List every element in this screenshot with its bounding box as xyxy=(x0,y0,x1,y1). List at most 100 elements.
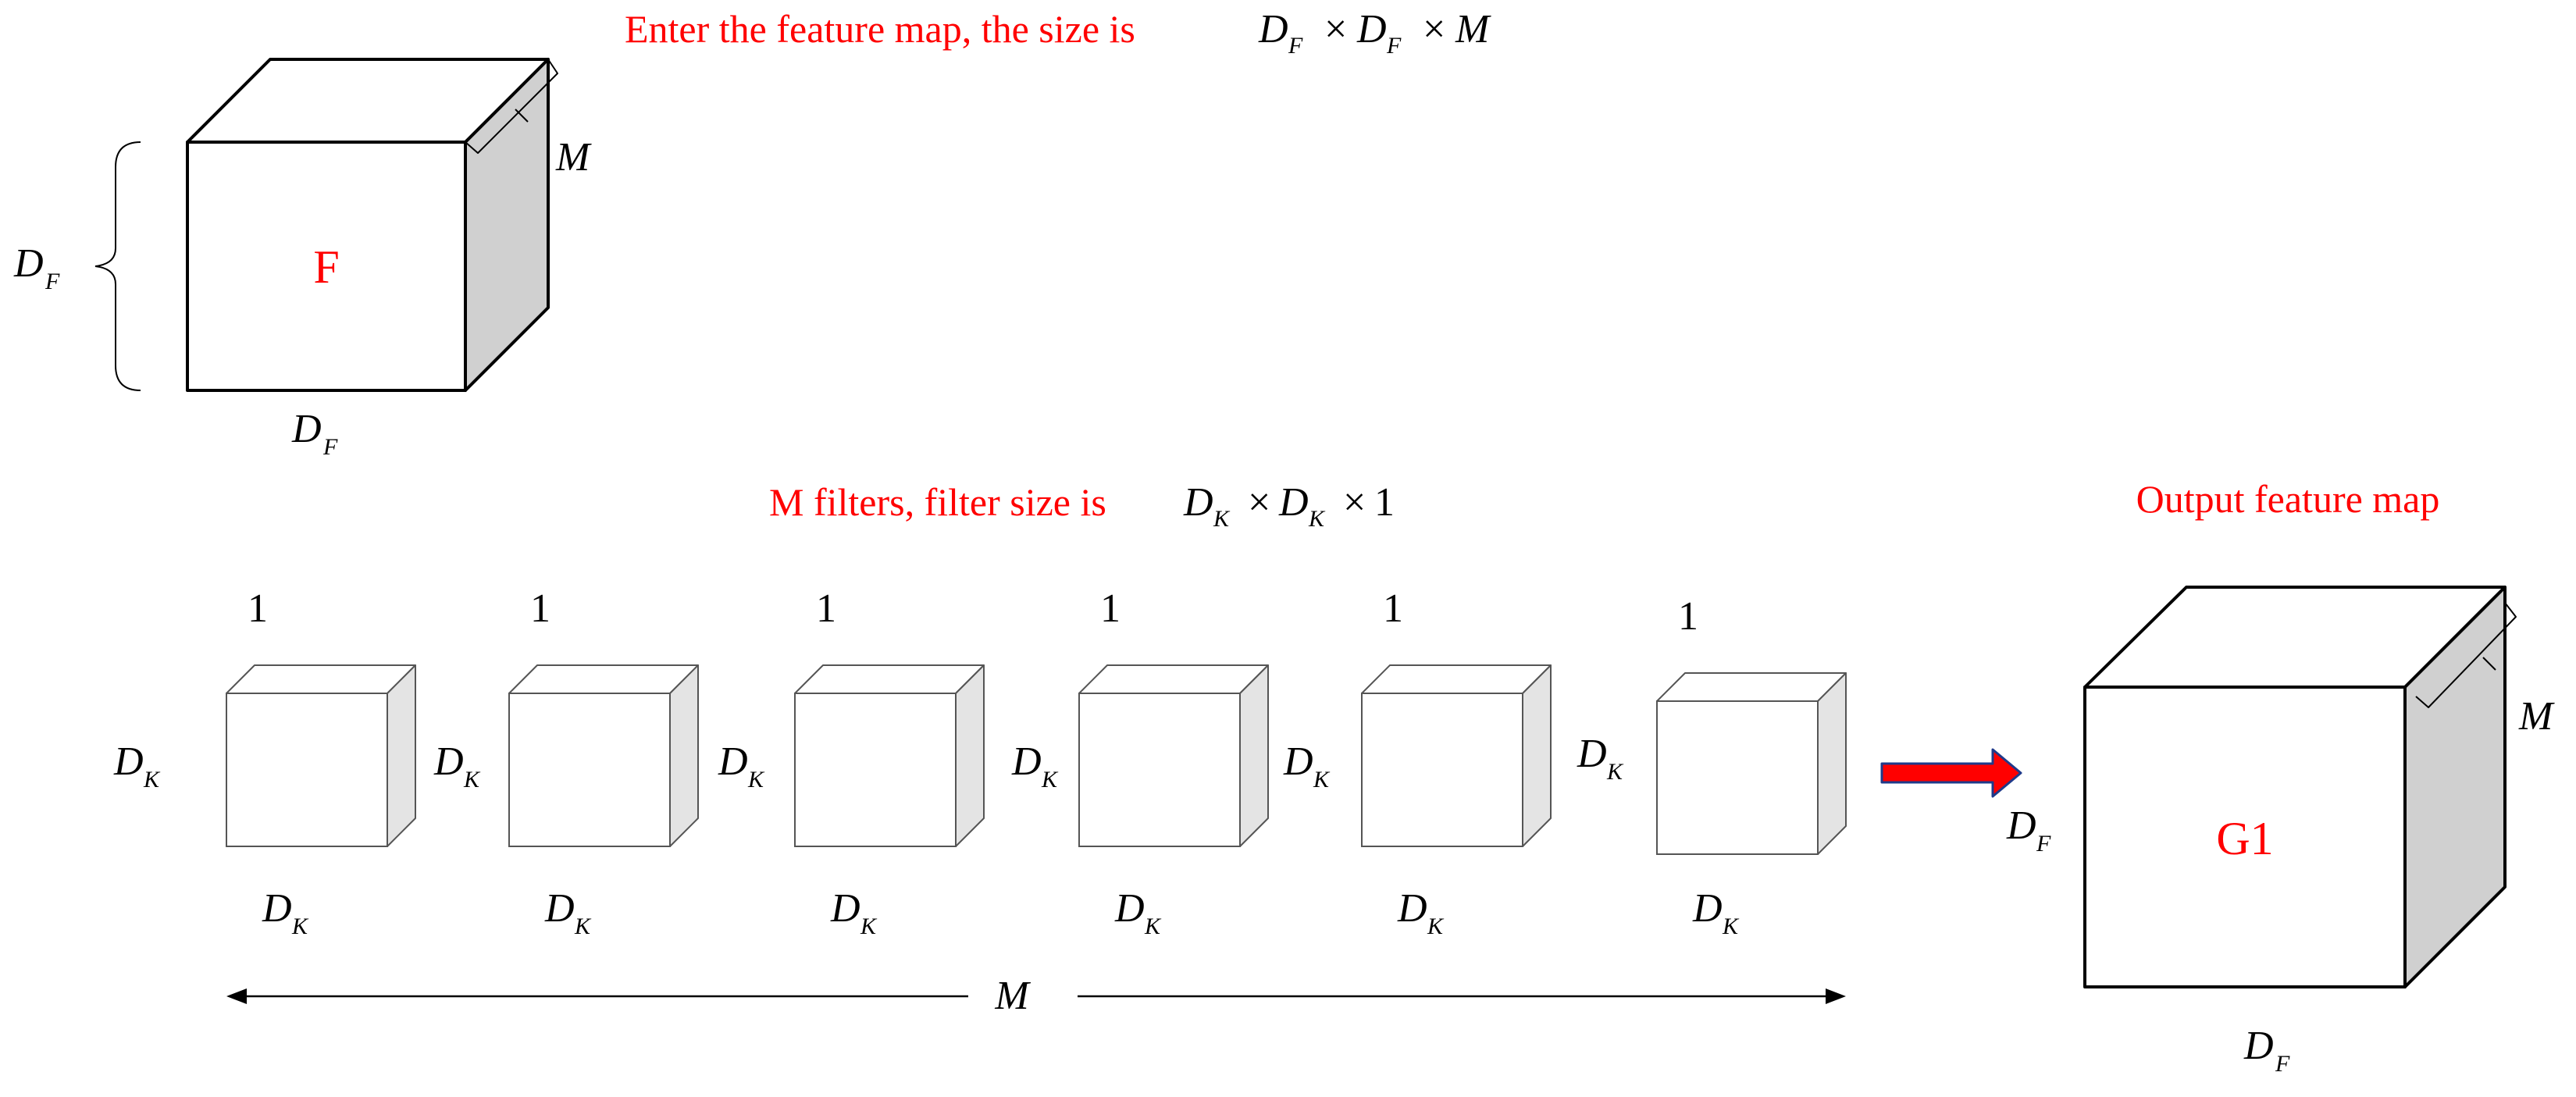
input-height-brace xyxy=(94,141,141,391)
filter-depth-label: 1 xyxy=(530,586,550,631)
filter-height-label-sub: K xyxy=(1606,759,1624,785)
filter-cube-side xyxy=(1522,664,1552,847)
formula-term-a: D xyxy=(1258,7,1288,52)
output-height-label: D F xyxy=(2006,803,2051,857)
input-depth-brace xyxy=(465,59,558,154)
output-height-label-sub: F xyxy=(2036,831,2051,857)
input-cube xyxy=(186,58,558,392)
filter-depth-label: 1 xyxy=(816,586,836,631)
filter-width-label-sub: K xyxy=(1144,914,1162,939)
filter-height-label-main: D xyxy=(1577,732,1607,776)
filters-formula-c: 1 xyxy=(1374,480,1395,525)
filter-cube-side xyxy=(387,664,416,847)
filter-width-label-main: D xyxy=(544,886,575,931)
filters-caption-formula: D K × D K × 1 xyxy=(1183,480,1395,532)
input-height-label: D F xyxy=(13,241,60,294)
filter-height-label-sub: K xyxy=(463,767,481,792)
filters-formula-b-sub: K xyxy=(1308,506,1326,532)
filter-cube-top xyxy=(1361,664,1552,694)
span-arrow-right-head xyxy=(1826,988,1846,1004)
filter-width-label-main: D xyxy=(1397,886,1427,931)
input-height-label-sub: F xyxy=(45,269,60,294)
filters-formula-op1: × xyxy=(1248,480,1270,525)
span-arrow xyxy=(226,988,1846,1004)
formula-op1: × xyxy=(1324,7,1347,52)
filters-formula-a-sub: K xyxy=(1213,506,1231,532)
filter-cube-top xyxy=(1656,672,1847,702)
filter-cube-top xyxy=(1078,664,1269,694)
input-caption-formula: D F × D F × M xyxy=(1258,7,1491,59)
filter-cube-side xyxy=(1239,664,1269,847)
filter-height-label-sub: K xyxy=(1041,767,1059,792)
filter-height-label-main: D xyxy=(113,739,144,784)
filter-width-label-sub: K xyxy=(1427,914,1445,939)
formula-term-a-sub: F xyxy=(1288,33,1303,59)
filter-width-label-main: D xyxy=(1692,886,1723,931)
filter-height-label-main: D xyxy=(433,739,464,784)
formula-term-c: M xyxy=(1455,7,1491,52)
filter-cube-top xyxy=(794,664,985,694)
output-cube-label: G1 xyxy=(2216,813,2273,864)
input-depth-label: M xyxy=(555,135,592,180)
output-cube-front xyxy=(2083,686,2407,988)
filter-cube-top xyxy=(226,664,416,694)
filter-cube-top xyxy=(508,664,699,694)
filters-formula-a: D xyxy=(1183,480,1213,525)
filter-width-label-sub: K xyxy=(291,914,309,939)
filter-depth-label: 1 xyxy=(1383,586,1403,631)
filter-height-label-sub: K xyxy=(747,767,765,792)
input-height-label-main: D xyxy=(13,241,44,286)
filter-cube-front xyxy=(794,693,957,847)
filter-cube-front xyxy=(1361,693,1523,847)
filter-height-label-sub: K xyxy=(1313,767,1331,792)
filter-height-label-sub: K xyxy=(143,767,161,792)
formula-op2: × xyxy=(1423,7,1445,52)
output-width-label-sub: F xyxy=(2275,1051,2290,1077)
input-cube-front xyxy=(186,141,467,392)
filter-depth-label: 1 xyxy=(248,586,268,631)
output-caption: Output feature map xyxy=(2136,477,2440,521)
output-depth-brace xyxy=(2415,602,2517,708)
filters-caption: M filters, filter size is D K × D K × 1 xyxy=(769,480,1395,532)
output-width-label-main: D xyxy=(2243,1024,2274,1068)
input-width-label: D F xyxy=(291,407,338,460)
filter-cube-side xyxy=(1817,672,1847,855)
filters-caption-text: M filters, filter size is xyxy=(769,480,1106,524)
filters-formula-b: D xyxy=(1278,480,1309,525)
filter-width-label-sub: K xyxy=(860,914,878,939)
input-caption: Enter the feature map, the size is D F ×… xyxy=(625,7,1491,59)
filter-cube-front xyxy=(226,693,388,847)
input-cube-label: F xyxy=(313,241,339,293)
filter-cube-side xyxy=(955,664,985,847)
process-arrow xyxy=(1880,748,2022,798)
output-depth-label: M xyxy=(2518,694,2555,739)
filter-width-label-main: D xyxy=(1114,886,1145,931)
formula-term-b-sub: F xyxy=(1386,33,1402,59)
filter-width-label-main: D xyxy=(830,886,860,931)
filter-height-label-main: D xyxy=(1011,739,1042,784)
filter-cube-front xyxy=(1078,693,1241,847)
filter-height-label-main: D xyxy=(718,739,748,784)
output-width-label: D F xyxy=(2243,1024,2290,1077)
input-width-label-sub: F xyxy=(322,434,338,460)
output-cube xyxy=(2083,586,2517,988)
filter-width-label-main: D xyxy=(262,886,292,931)
filter-width-label-sub: K xyxy=(1722,914,1740,939)
input-width-label-main: D xyxy=(291,407,322,451)
filter-height-label-main: D xyxy=(1283,739,1313,784)
span-label: M xyxy=(994,974,1031,1018)
formula-term-b: D xyxy=(1356,7,1387,52)
filter-depth-label: 1 xyxy=(1678,594,1698,639)
filter-width-label-sub: K xyxy=(574,914,592,939)
filter-depth-label: 1 xyxy=(1100,586,1121,631)
filter-cube-side xyxy=(669,664,699,847)
filter-cube-front xyxy=(508,693,671,847)
